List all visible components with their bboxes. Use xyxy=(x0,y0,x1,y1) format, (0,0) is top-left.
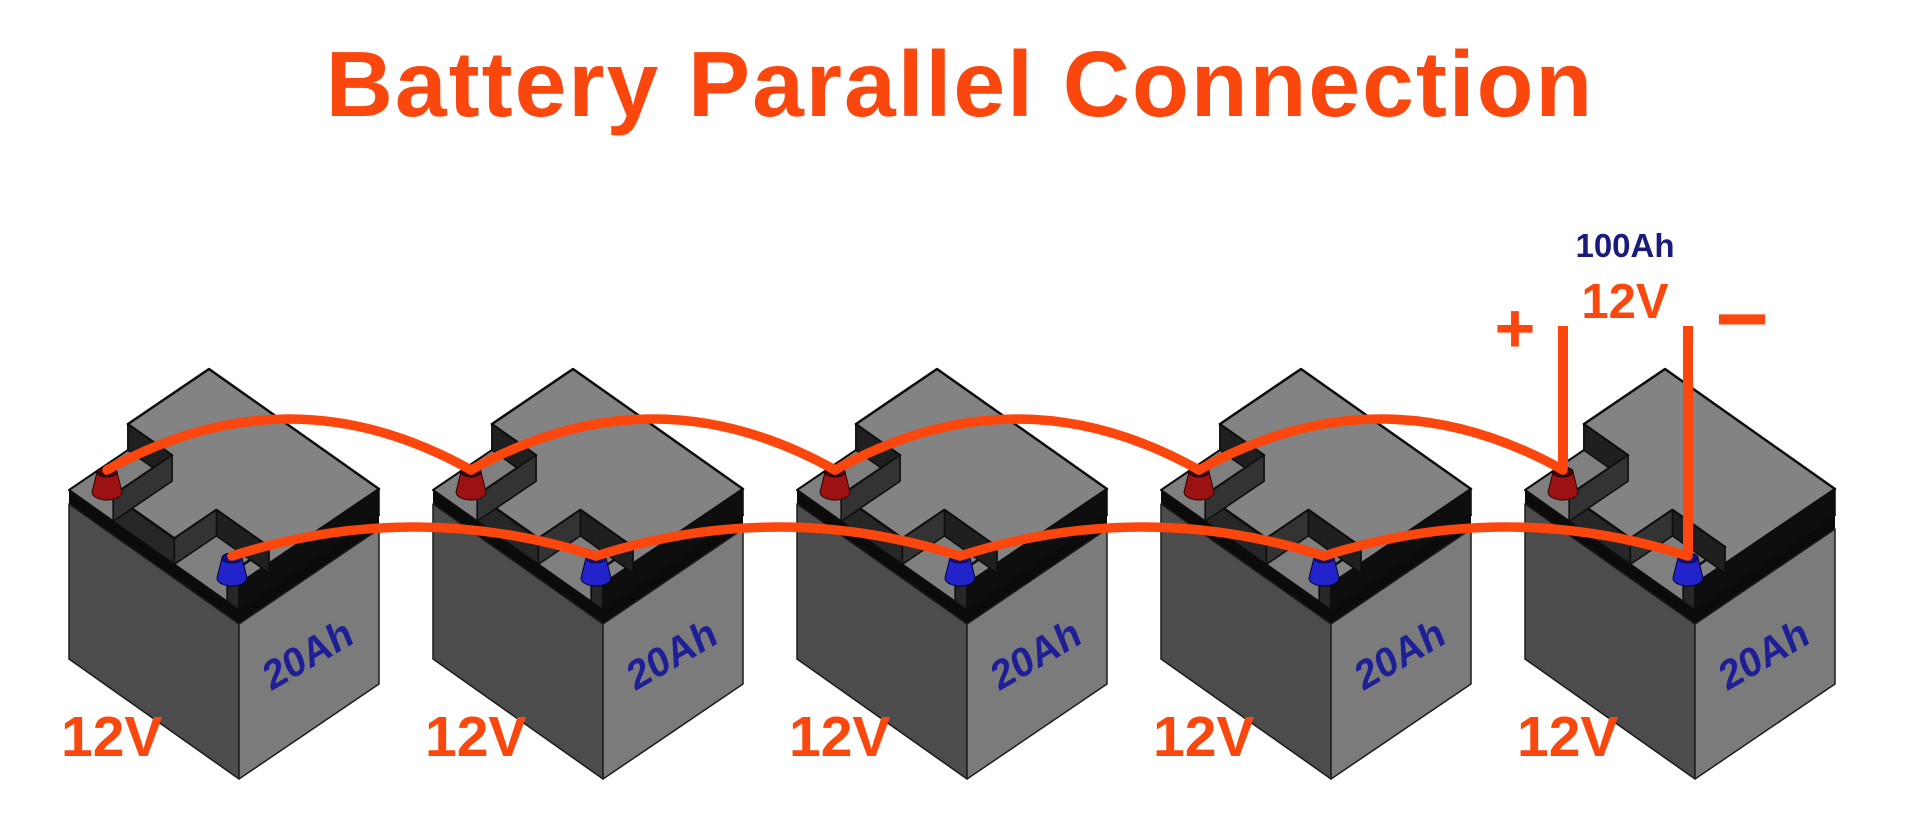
battery-1-voltage-label: 12V xyxy=(61,705,162,769)
positive-wire-3-4 xyxy=(830,414,1204,475)
positive-wire-2-3 xyxy=(466,414,840,475)
page-title: Battery Parallel Connection xyxy=(326,32,1595,136)
negative-wire-2-3 xyxy=(591,522,965,561)
output-capacity-label: 100Ah xyxy=(1575,227,1674,264)
negative-wire-4-5 xyxy=(1319,522,1693,561)
output-voltage-label: 12V xyxy=(1581,275,1669,329)
battery-4-voltage-label: 12V xyxy=(1153,705,1254,769)
positive-wire-1-2 xyxy=(102,414,476,475)
battery-3-voltage-label: 12V xyxy=(789,705,890,769)
negative-wire-1-2 xyxy=(227,522,601,561)
battery-2-voltage-label: 12V xyxy=(425,705,526,769)
minus-sign-label: − xyxy=(1715,268,1769,370)
plus-sign-label: + xyxy=(1495,289,1536,367)
positive-wire-4-5 xyxy=(1194,414,1568,475)
battery-5-voltage-label: 12V xyxy=(1517,705,1618,769)
negative-wire-3-4 xyxy=(955,522,1329,561)
